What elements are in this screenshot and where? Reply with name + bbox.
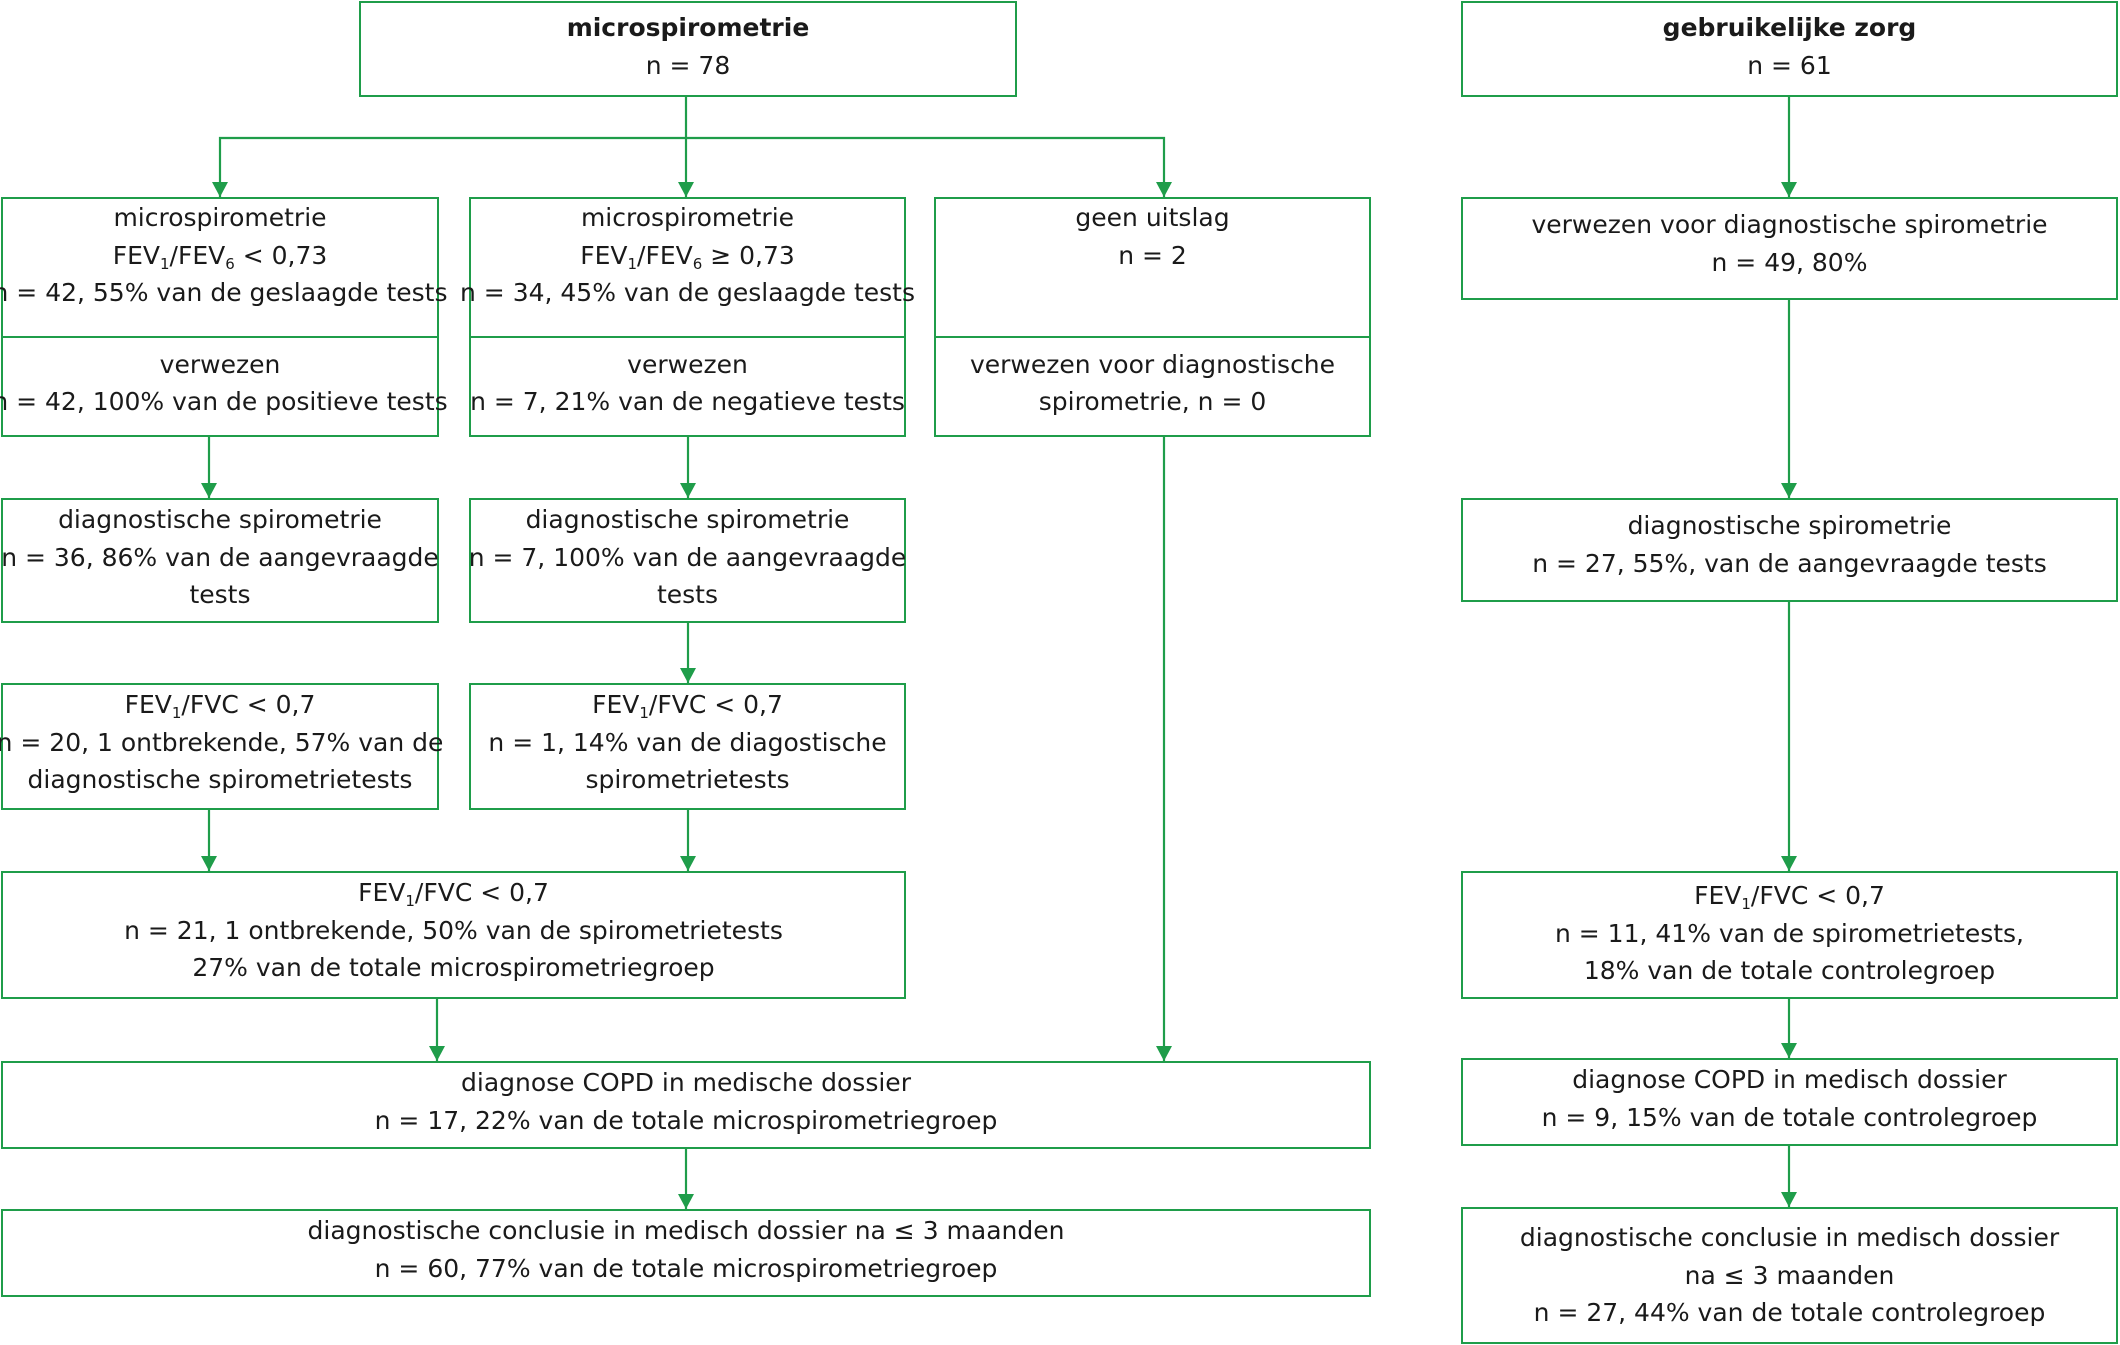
- micro-conclusion-box: diagnostische conclusie in medisch dossi…: [1, 1209, 1371, 1297]
- micro-no-result-referred: verwezen voor diagnostische spirometrie,…: [936, 335, 1369, 435]
- usual-copd-line1: diagnose COPD in medisch dossier: [1572, 1065, 2007, 1094]
- micro-fev-combined-line3: 27% van de totale microspirometriegroep: [192, 953, 715, 982]
- usual-fev-ratio: FEV1/FVC < 0,7: [1694, 881, 1885, 913]
- usual-copd-line2: n = 9, 15% van de totale controlegroep: [1541, 1102, 2038, 1132]
- micro-copd-box: diagnose COPD in medische dossier n = 17…: [1, 1061, 1371, 1149]
- micro-diag-mid-line1: diagnostische spirometrie: [525, 505, 850, 534]
- micro-diag-mid-box: diagnostische spirometrie n = 7, 100% va…: [469, 498, 906, 623]
- usual-conclusion-line3: n = 27, 44% van de totale controlegroep: [1533, 1298, 2046, 1327]
- micro-positive-line3: n = 42, 55% van de geslaagde tests: [0, 278, 448, 307]
- micro-fev-mid-line2: n = 1, 14% van de diagostische: [488, 727, 887, 757]
- usual-header-title: gebruikelijke zorg: [1662, 13, 1917, 42]
- micro-positive-referred-label: verwezen: [159, 349, 281, 379]
- micro-positive-line1: microspirometrie: [113, 203, 327, 232]
- micro-no-result-referred-line1: verwezen voor diagnostische: [969, 349, 1336, 379]
- usual-copd-box: diagnose COPD in medisch dossier n = 9, …: [1461, 1058, 2118, 1146]
- connector-micro-branch: [218, 97, 688, 197]
- usual-fev-line2: n = 11, 41% van de spirometrietests,: [1555, 918, 2024, 948]
- arrowhead: [201, 856, 217, 871]
- usual-diag-line2: n = 27, 55%, van de aangevraagde tests: [1532, 548, 2047, 578]
- arrowhead: [1156, 182, 1172, 197]
- micro-positive-box: microspirometrie FEV1/FEV6 < 0,73 n = 42…: [0, 197, 448, 437]
- micro-positive-result: microspirometrie FEV1/FEV6 < 0,73 n = 42…: [0, 199, 447, 336]
- usual-conclusion-line1: diagnostische conclusie in medisch dossi…: [1519, 1223, 2060, 1252]
- arrowhead: [680, 668, 696, 683]
- micro-negative-ratio: FEV1/FEV6 ≥ 0,73: [580, 240, 795, 273]
- arrowhead: [1781, 483, 1797, 498]
- micro-positive-referred: verwezen n = 42, 100% van de positieve t…: [0, 335, 448, 435]
- micro-fev-left-box: FEV1/FVC < 0,7 n = 20, 1 ontbrekende, 57…: [0, 683, 443, 810]
- micro-negative-box: microspirometrie FEV1/FEV6 ≥ 0,73 n = 34…: [460, 197, 915, 437]
- arrowhead: [680, 856, 696, 871]
- usual-diag-box: diagnostische spirometrie n = 27, 55%, v…: [1461, 498, 2118, 602]
- micro-header-n: n = 78: [645, 50, 731, 80]
- micro-conclusion-line2: n = 60, 77% van de totale microspirometr…: [374, 1253, 998, 1283]
- micro-copd-line1: diagnose COPD in medische dossier: [461, 1068, 911, 1097]
- arrowhead: [1781, 1192, 1797, 1207]
- usual-referred-line1: verwezen voor diagnostische spirometrie: [1531, 210, 2048, 239]
- micro-fev-combined-box: FEV1/FVC < 0,7 n = 21, 1 ontbrekende, 50…: [1, 871, 906, 999]
- micro-fev-combined-ratio: FEV1/FVC < 0,7: [358, 878, 549, 910]
- micro-diag-left-box: diagnostische spirometrie n = 36, 86% va…: [1, 498, 439, 623]
- usual-header-n: n = 61: [1747, 50, 1832, 80]
- arrowhead: [680, 483, 696, 498]
- micro-fev-combined-line2: n = 21, 1 ontbrekende, 50% van de spirom…: [124, 915, 783, 945]
- usual-referred-box: verwezen voor diagnostische spirometrie …: [1461, 197, 2118, 300]
- arrowhead: [212, 182, 228, 197]
- micro-header-box: microspirometrie n = 78: [359, 1, 1017, 97]
- arrowhead: [429, 1046, 445, 1061]
- arrowhead: [678, 1194, 694, 1209]
- arrowhead: [1781, 1043, 1797, 1058]
- micro-no-result-line2: n = 2: [1118, 240, 1187, 270]
- usual-fev-box: FEV1/FVC < 0,7 n = 11, 41% van de spirom…: [1461, 871, 2118, 999]
- micro-fev-left-line3: diagnostische spirometrietests: [27, 765, 413, 794]
- micro-fev-mid-line3: spirometrietests: [585, 765, 790, 794]
- micro-negative-result: microspirometrie FEV1/FEV6 ≥ 0,73 n = 34…: [460, 199, 915, 336]
- micro-diag-mid-line2: n = 7, 100% van de aangevraagde: [468, 542, 907, 572]
- connector-micro-to-noresult: [686, 136, 1166, 197]
- micro-no-result-result: geen uitslag n = 2: [936, 199, 1369, 336]
- micro-fev-mid-box: FEV1/FVC < 0,7 n = 1, 14% van de diagost…: [469, 683, 906, 810]
- arrowhead: [678, 182, 694, 197]
- usual-header-box: gebruikelijke zorg n = 61: [1461, 1, 2118, 97]
- micro-copd-line2: n = 17, 22% van de totale microspirometr…: [374, 1105, 998, 1135]
- micro-no-result-box: geen uitslag n = 2 verwezen voor diagnos…: [934, 197, 1371, 437]
- arrowhead: [1781, 182, 1797, 197]
- usual-diag-line1: diagnostische spirometrie: [1627, 511, 1952, 540]
- micro-fev-left-line2: n = 20, 1 ontbrekende, 57% van de: [0, 727, 444, 757]
- micro-no-result-line1: geen uitslag: [1075, 203, 1230, 232]
- arrowhead: [1156, 1046, 1172, 1061]
- micro-diag-left-line3: tests: [189, 580, 251, 609]
- micro-fev-left-ratio: FEV1/FVC < 0,7: [124, 690, 316, 722]
- usual-conclusion-line2: na ≤ 3 maanden: [1684, 1260, 1895, 1290]
- micro-positive-ratio: FEV1/FEV6 < 0,73: [112, 240, 328, 273]
- micro-positive-referred-value: n = 42, 100% van de positieve tests: [0, 387, 448, 417]
- micro-negative-referred-value: n = 7, 21% van de negatieve tests: [470, 387, 905, 417]
- usual-conclusion-box: diagnostische conclusie in medisch dossi…: [1461, 1207, 2118, 1344]
- micro-negative-referred: verwezen n = 7, 21% van de negatieve tes…: [470, 335, 905, 435]
- micro-negative-referred-label: verwezen: [627, 349, 748, 379]
- micro-diag-left-line1: diagnostische spirometrie: [58, 505, 382, 534]
- micro-no-result-referred-line2: spirometrie, n = 0: [1038, 387, 1267, 417]
- micro-negative-line1: microspirometrie: [580, 203, 795, 232]
- micro-diag-mid-line3: tests: [656, 580, 719, 609]
- micro-diag-left-line2: n = 36, 86% van de aangevraagde: [1, 542, 439, 572]
- micro-negative-line3: n = 34, 45% van de geslaagde tests: [460, 278, 915, 307]
- arrowhead: [201, 483, 217, 498]
- usual-referred-line2: n = 49, 80%: [1711, 247, 1868, 277]
- micro-conclusion-line1: diagnostische conclusie in medisch dossi…: [307, 1216, 1065, 1245]
- arrowhead: [1781, 856, 1797, 871]
- usual-fev-line3: 18% van de totale controlegroep: [1583, 956, 1996, 985]
- micro-header-title: microspirometrie: [566, 13, 810, 42]
- micro-fev-mid-ratio: FEV1/FVC < 0,7: [592, 690, 783, 722]
